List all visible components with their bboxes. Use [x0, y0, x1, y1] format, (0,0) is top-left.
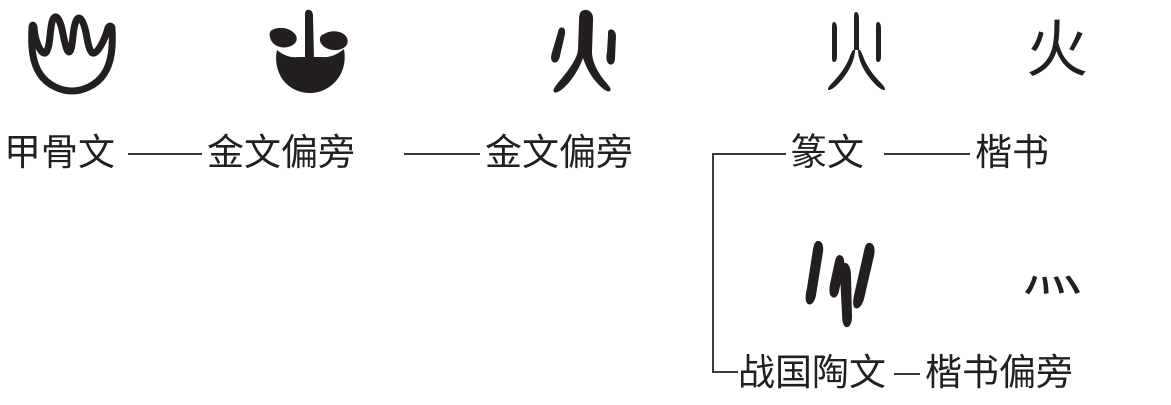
branch-bottom-arm — [712, 371, 738, 373]
label-bronze-radical-1: 金文偏旁 — [207, 133, 355, 174]
oracle-bone-glyph — [22, 6, 122, 95]
bronze-radical-glyph-1 — [262, 4, 358, 96]
bronze-radical-glyph-2 — [538, 6, 636, 96]
branch-vertical-line — [712, 153, 714, 373]
regular-script-radical-glyph: 灬 — [1022, 237, 1082, 303]
label-seal-script: 篆文 — [790, 133, 864, 174]
label-oracle-bone: 甲骨文 — [4, 133, 115, 174]
connector-dash-2 — [404, 153, 480, 155]
label-warring-states-pottery: 战国陶文 — [738, 353, 886, 394]
warring-states-pottery-glyph — [798, 233, 894, 331]
seal-script-glyph — [818, 8, 896, 96]
label-regular-script: 楷书 — [975, 133, 1049, 174]
branch-top-arm — [712, 153, 786, 155]
label-regular-script-radical: 楷书偏旁 — [925, 353, 1073, 394]
connector-dash-3 — [884, 153, 970, 155]
regular-script-glyph: 火 — [1026, 17, 1089, 85]
label-bronze-radical-2: 金文偏旁 — [485, 133, 633, 174]
connector-dash-1 — [128, 153, 202, 155]
connector-dash-4 — [894, 373, 920, 375]
